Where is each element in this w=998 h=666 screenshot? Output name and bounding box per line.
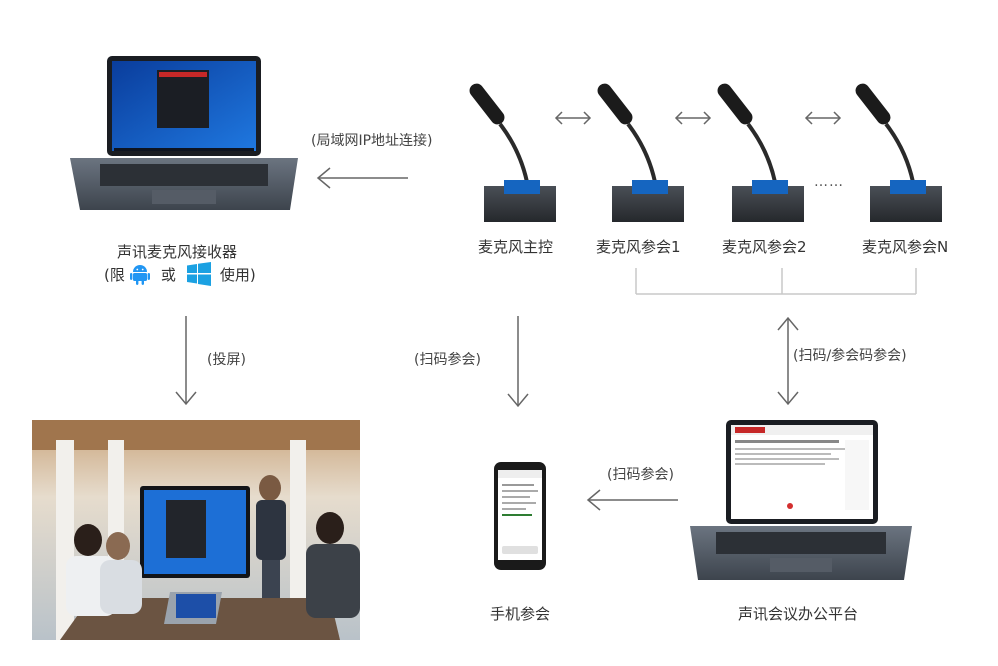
mic-participant-1-label: 麦克风参会1 (596, 238, 681, 256)
android-icon (129, 263, 150, 285)
mic-participant-2-device (717, 83, 804, 222)
phone-device (494, 462, 546, 570)
receiver-label: 声讯麦克风接收器 (117, 243, 238, 261)
meeting-room-photo (32, 420, 360, 640)
receiver-laptop (70, 56, 298, 210)
mic-group-bracket (635, 268, 917, 295)
scan-code-join-label: (扫码/参会码参会) (793, 348, 907, 364)
cast-arrow (175, 316, 197, 406)
scan-join-arrow-left (586, 489, 678, 511)
double-arrow-icon (554, 111, 842, 125)
platform-label: 声讯会议办公平台 (738, 605, 859, 623)
mic-ellipsis: …… (814, 174, 844, 190)
limit-open-text: (限 (104, 265, 125, 284)
mic-participant-1-device (597, 83, 684, 222)
windows-icon (186, 262, 211, 286)
mic-master-device (469, 83, 556, 222)
scan-join-arrow-center (507, 316, 529, 408)
mic-participant-n-label: 麦克风参会N (862, 238, 949, 256)
lan-arrow (316, 167, 408, 189)
scan-code-arrow (777, 316, 799, 406)
platform-laptop (690, 420, 912, 580)
mic-master-label: 麦克风主控 (478, 238, 554, 256)
or-text: 或 (160, 265, 176, 284)
scan-join-center-label: (扫码参会) (414, 352, 481, 368)
cast-screen-label: (投屏) (207, 352, 246, 368)
mic-participant-2-label: 麦克风参会2 (722, 238, 807, 256)
mic-participant-n-device (855, 83, 942, 222)
phone-join-label: 手机参会 (490, 605, 551, 623)
receiver-os-note: (限 或 使用) (104, 261, 256, 287)
use-close-text: 使用) (219, 265, 256, 284)
lan-connect-label: (局域网IP地址连接) (311, 133, 433, 149)
scan-join-left-label: (扫码参会) (607, 467, 674, 483)
